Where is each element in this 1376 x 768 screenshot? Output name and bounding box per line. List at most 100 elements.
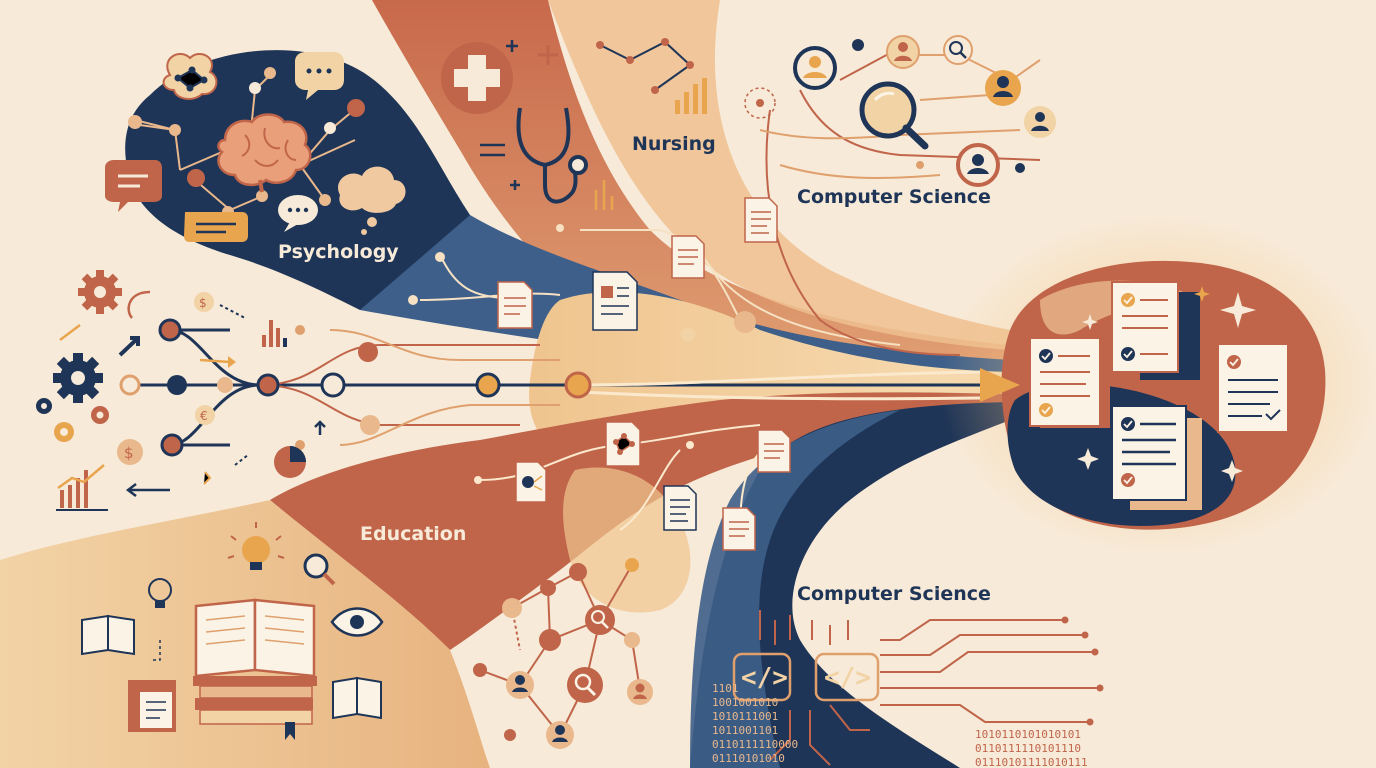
node	[320, 372, 346, 398]
brain-icon	[217, 113, 312, 193]
node	[256, 373, 280, 397]
checklist-document-icon	[1111, 281, 1200, 380]
svg-text:0111111011: 0111111011	[712, 766, 778, 768]
node	[119, 374, 141, 396]
checklist-document-icon	[1217, 343, 1298, 438]
trend-chart-icon	[56, 464, 108, 511]
svg-text:1001001010: 1001001010	[712, 696, 778, 709]
speech-bubble-icon	[184, 212, 248, 242]
label-computer-science-top: Computer Science	[797, 186, 991, 208]
magnifier-icon	[585, 605, 615, 635]
lightbulb-icon	[148, 578, 172, 608]
binary-right: 1010110101010101 0110111110101110 011101…	[975, 728, 1088, 768]
svg-text:0110111110000: 0110111110000	[712, 738, 798, 751]
stethoscope-icon	[516, 107, 588, 204]
label-computer-science-bottom: Computer Science	[797, 583, 991, 605]
education-region	[270, 392, 1010, 650]
node	[564, 371, 592, 399]
node	[160, 433, 184, 457]
psychology-content: Psychology	[105, 52, 406, 263]
svg-text:1010111001: 1010111001	[712, 710, 778, 723]
document-icon	[128, 680, 176, 732]
eye-icon	[330, 607, 384, 637]
node	[556, 224, 564, 232]
magnifier-icon	[859, 81, 929, 150]
user-icon	[956, 143, 1000, 187]
user-icon	[506, 671, 534, 699]
user-icon	[886, 35, 920, 69]
bar-chart-icon	[262, 320, 287, 347]
gear-icon	[91, 406, 109, 424]
results-documents	[1029, 281, 1298, 510]
node	[734, 311, 756, 333]
label-nursing: Nursing	[632, 133, 716, 155]
medical-cross-icon	[441, 42, 513, 114]
user-icon	[1024, 106, 1056, 138]
svg-text:$: $	[199, 296, 207, 310]
node	[435, 252, 445, 262]
magnifier-icon	[943, 35, 973, 65]
label-psychology: Psychology	[278, 241, 399, 263]
speech-bubble-icon	[105, 160, 162, 212]
bar-chart-icon	[675, 78, 707, 114]
nursing-ribbon	[372, 0, 1010, 385]
code-tag-icon: </>	[732, 652, 792, 702]
gear-icon	[53, 353, 103, 403]
svg-text:0110111110101110: 0110111110101110	[975, 742, 1081, 755]
svg-text:$: $	[124, 444, 134, 462]
timeline-nodes	[119, 224, 756, 484]
user-icon	[546, 721, 574, 749]
node	[358, 342, 378, 362]
node	[408, 295, 418, 305]
document-icon	[663, 485, 697, 531]
lower-network	[473, 558, 653, 749]
speech-bubble-icon	[278, 195, 318, 232]
svg-text:01110101111010111: 01110101111010111	[975, 756, 1088, 768]
cs-bottom-content: Computer Science </> </> 1101	[712, 583, 1104, 768]
svg-text:</>: </>	[824, 663, 871, 693]
euro-coin-icon: €	[195, 405, 215, 425]
education-content: Education	[81, 522, 466, 740]
open-book-icon	[332, 676, 382, 720]
node	[167, 375, 187, 395]
document-icon	[671, 235, 705, 279]
binary-left: 1101 1001001010 1010111001 1011001101 01…	[712, 682, 798, 765]
svg-text:1011001101: 1011001101	[712, 724, 778, 737]
node	[360, 415, 380, 435]
document-icon	[605, 421, 641, 467]
pie-chart-icon	[274, 446, 306, 478]
circuit-traces	[759, 610, 1100, 766]
svg-text:01110101010: 01110101010	[712, 752, 785, 765]
checklist-document-icon	[1029, 337, 1110, 428]
flow-documents	[497, 197, 791, 551]
svg-text:</>: </>	[741, 663, 788, 693]
dollar-coin-icon: $	[117, 439, 143, 465]
svg-text:€: €	[200, 409, 208, 423]
speech-bubble-icon	[295, 52, 344, 100]
node	[681, 328, 695, 342]
network-icon	[162, 53, 218, 100]
document-icon	[515, 461, 547, 503]
label-education: Education	[360, 523, 466, 545]
magnifier-icon	[567, 667, 603, 703]
left-process-icons: $ $ €	[36, 270, 326, 511]
document-icon	[592, 271, 638, 331]
cs-top-content: Computer Science	[744, 35, 1056, 208]
document-icon	[722, 507, 756, 551]
document-icon	[757, 429, 791, 473]
node	[158, 318, 182, 342]
data-cluster-icon	[744, 87, 776, 119]
magnifier-icon	[303, 553, 336, 586]
document-icon	[497, 281, 533, 329]
user-icon	[627, 679, 653, 705]
user-icon	[985, 70, 1021, 106]
gear-icon	[78, 270, 122, 314]
thought-cloud-icon	[338, 166, 406, 235]
document-icon	[744, 197, 778, 243]
node	[217, 377, 233, 393]
sparkle-icon	[1077, 286, 1256, 482]
user-icon	[793, 46, 837, 90]
code-tag-icon: </>	[814, 652, 880, 702]
